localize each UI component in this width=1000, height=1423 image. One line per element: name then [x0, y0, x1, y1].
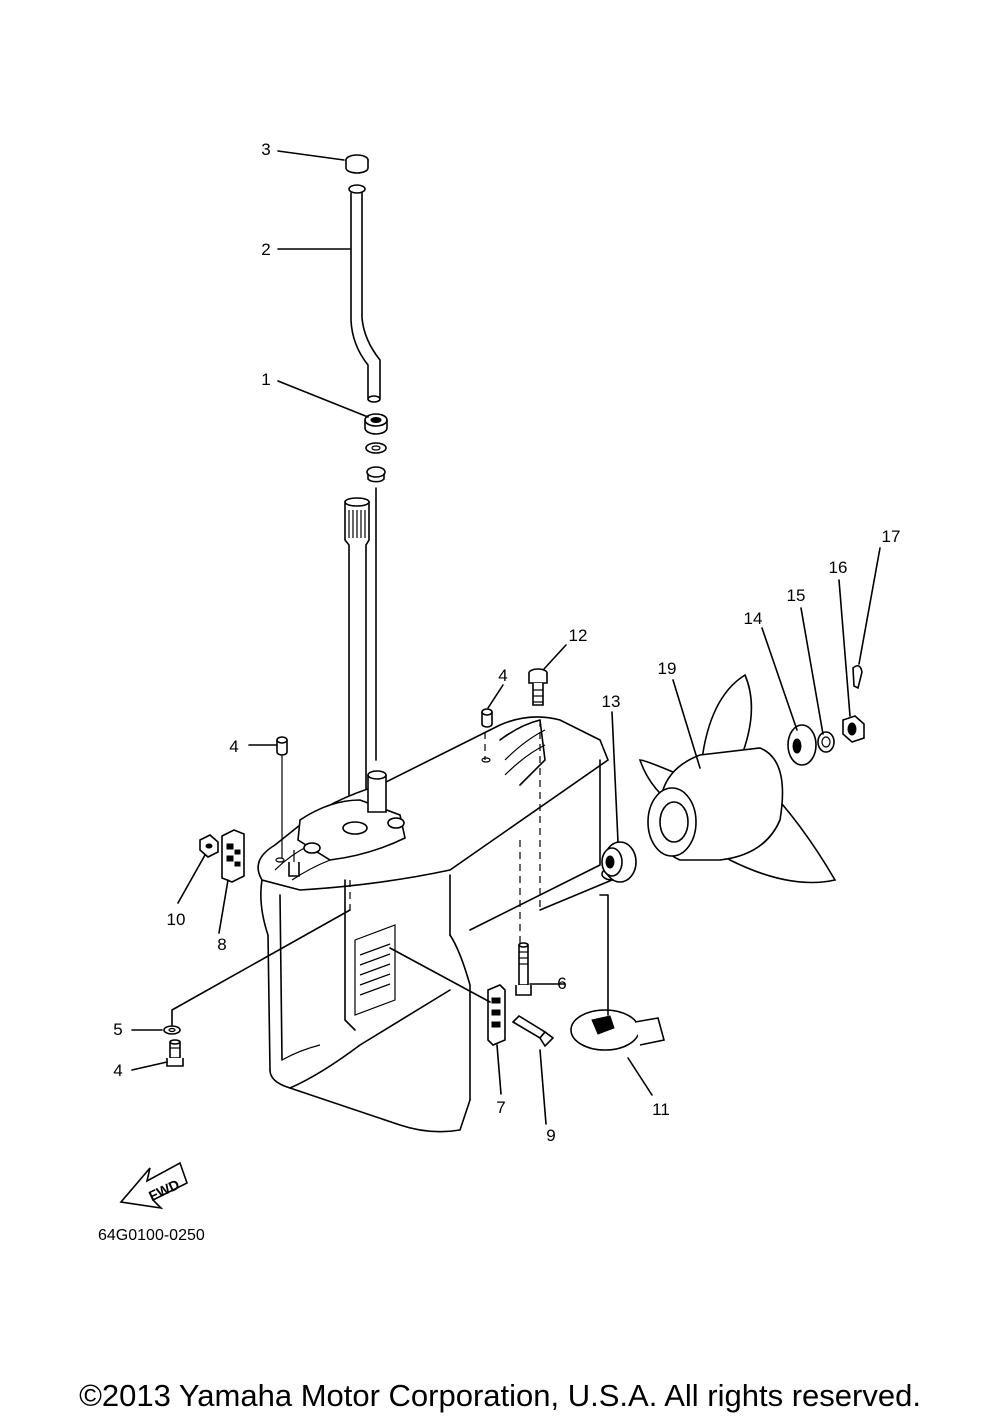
bolt — [528, 668, 548, 706]
callout-4-left: 4 — [229, 737, 238, 756]
propeller — [638, 673, 837, 884]
callout-8: 7 — [496, 1098, 505, 1117]
callout-4-right: 4 — [498, 666, 507, 685]
lower-casing — [257, 716, 623, 1133]
thrust-washer — [601, 841, 637, 883]
anode — [487, 984, 506, 1046]
callout-6: 5 — [113, 1020, 122, 1039]
bolt — [166, 1039, 184, 1067]
forward-direction-arrow: FWD — [119, 1161, 188, 1210]
callout-7: 6 — [557, 974, 566, 993]
bolt — [288, 850, 300, 877]
nut — [199, 834, 219, 858]
callout-3: 3 — [261, 140, 270, 159]
callout-14: 13 — [602, 692, 621, 711]
callout-2: 2 — [261, 240, 270, 259]
nut — [842, 715, 865, 743]
dowel-pin — [481, 708, 493, 728]
washer — [163, 1025, 181, 1035]
callout-11: 10 — [167, 910, 186, 929]
cotter-pin — [852, 664, 863, 690]
spacer — [787, 724, 817, 766]
water-tube-assembly — [345, 154, 388, 761]
callout-15: 14 — [744, 609, 763, 628]
callout-12: 11 — [652, 1100, 670, 1119]
bolt — [515, 942, 532, 996]
callout-16: 15 — [787, 586, 806, 605]
callout-13: 12 — [569, 626, 588, 645]
water-intake-grille — [354, 924, 396, 1016]
bolt — [511, 1014, 555, 1048]
callout-10: 9 — [546, 1126, 555, 1145]
callout-19: 19 — [658, 659, 677, 678]
copyright-notice: ©2013 Yamaha Motor Corporation, U.S.A. A… — [79, 1378, 921, 1413]
drive-shaft — [344, 497, 370, 836]
callout-labels: 3 2 1 4 4 12 13 19 14 15 16 17 10 8 6 5 … — [113, 140, 900, 1145]
leader-lines — [131, 150, 881, 1125]
trim-tab — [570, 1009, 665, 1051]
exploded-parts-diagram: 3 2 1 4 4 12 13 19 14 15 16 17 10 8 6 5 … — [98, 140, 900, 1244]
callout-9: 8 — [217, 935, 226, 954]
drawing-code: 64G0100-0250 — [98, 1227, 205, 1244]
dowel-pin — [276, 736, 288, 858]
anode — [221, 829, 245, 883]
callout-1: 1 — [261, 370, 270, 389]
callout-17: 16 — [829, 558, 848, 577]
callout-18: 17 — [882, 527, 901, 546]
washer — [817, 731, 835, 753]
callout-5: 4 — [113, 1061, 122, 1080]
